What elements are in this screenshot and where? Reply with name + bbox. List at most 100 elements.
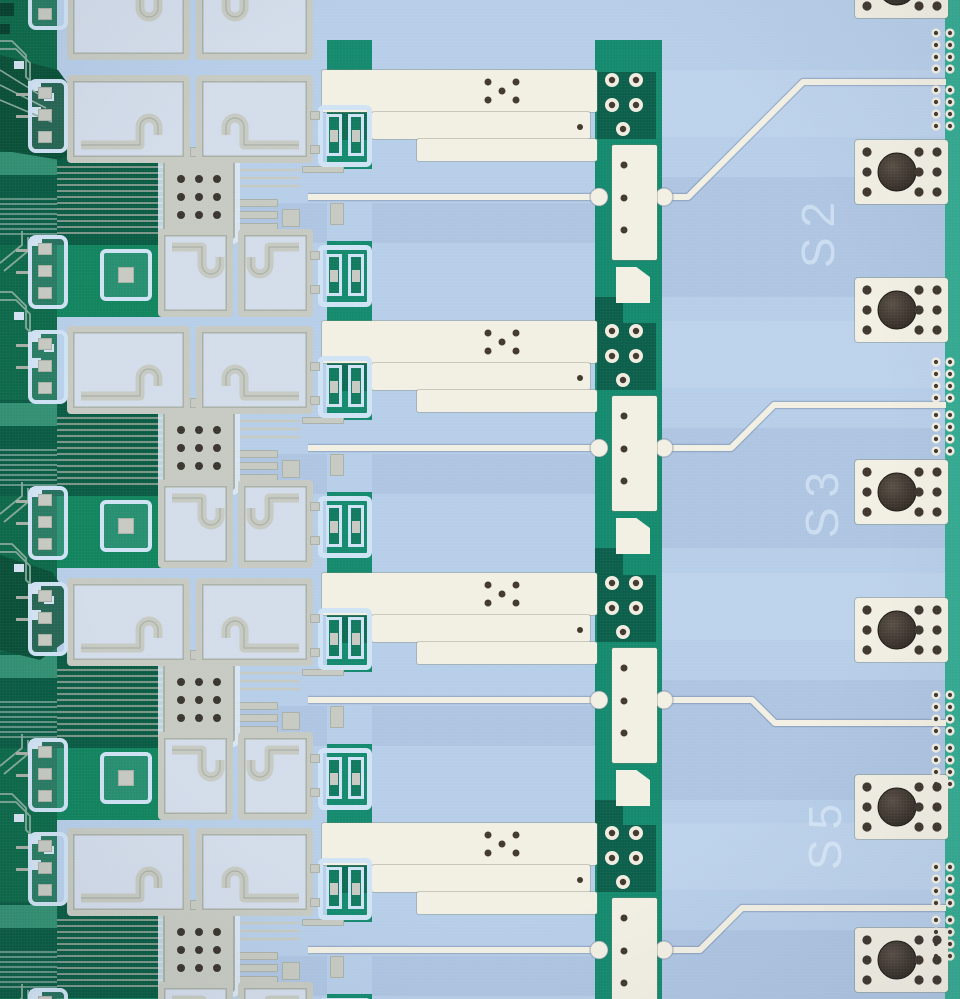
window-tab [352, 130, 360, 142]
hook-stub-graphic [246, 242, 299, 279]
bond-tab-stub [16, 846, 28, 849]
edge-via-ring [931, 40, 941, 50]
chip-comb-pad [282, 209, 300, 227]
bond-tab-stub [16, 774, 28, 777]
chip-comb-bar [237, 211, 278, 219]
window-frame-88 [318, 356, 372, 418]
hook-stub-edge [225, 620, 299, 649]
bond-tab [38, 382, 52, 394]
chip-comb-bar [237, 952, 278, 960]
chip-comb-bar [302, 417, 344, 424]
strip-pad [612, 396, 657, 511]
window-frame-cell [348, 757, 364, 799]
bond-tab [38, 8, 52, 20]
hook-stub-edge [250, 749, 299, 778]
window-frame-88 [318, 858, 372, 920]
hook-stub-graphic [246, 745, 299, 782]
connector-pad [855, 140, 948, 204]
pentagon-pad [616, 518, 650, 554]
connector-pad [855, 775, 948, 839]
resonator-frame [196, 828, 313, 916]
chip-comb-pad [282, 962, 300, 980]
resonator-frame [196, 326, 313, 414]
hook-stub [246, 745, 299, 782]
chip-comb-bar [237, 474, 278, 482]
window-frame-cell [326, 365, 342, 407]
bond-tab-stub [16, 868, 28, 871]
bond-square-frame [100, 249, 152, 301]
chip-pad [163, 147, 235, 283]
bond-tab [38, 109, 52, 121]
hook-stub-edge [81, 117, 159, 146]
bond-tab [38, 131, 52, 143]
edge-via-hole [933, 900, 939, 906]
window-frame-88 [318, 748, 372, 810]
pentagon-pad [616, 770, 650, 806]
hook-stub [221, 616, 299, 653]
resonator-frame [196, 578, 313, 666]
bond-tab-frame [28, 330, 68, 404]
bond-tab [38, 768, 52, 780]
chip-comb-pad [330, 956, 344, 978]
window-frame-nub [310, 864, 320, 873]
chip-comb-bar [237, 964, 278, 972]
window-frame-nub [310, 648, 320, 657]
window-frame-cell [348, 867, 364, 909]
window-frame-cell [348, 254, 364, 296]
resonator-frame [158, 732, 233, 820]
chip-comb-pad [330, 706, 344, 728]
chip-comb-bar [302, 166, 344, 173]
hook-stub-graphic [81, 866, 163, 903]
window-tab [330, 130, 338, 142]
window-frame-cell [326, 505, 342, 547]
resonator-frame [238, 480, 313, 568]
feed-bar-3 [417, 642, 597, 664]
resonator-frame [158, 229, 233, 317]
bond-tab-frame [28, 235, 68, 309]
bond-tab [38, 862, 52, 874]
mask-strip-b-dark [597, 825, 656, 892]
hook-stub-graphic [81, 364, 163, 401]
connector-pad [855, 278, 948, 342]
strip-pad [612, 145, 657, 260]
bond-tab-stub [16, 249, 28, 252]
bond-tab [38, 746, 52, 758]
edge-via-hole [933, 54, 939, 60]
chip-pad [163, 900, 235, 992]
window-frame-cell [326, 757, 342, 799]
chip-comb-bar [237, 976, 278, 984]
chip-pad [163, 398, 235, 534]
hook-stub-graphic [172, 745, 225, 782]
bond-tab-stub [16, 752, 28, 755]
window-frame-nub [310, 614, 320, 623]
window-frame-nub [310, 754, 320, 763]
feed-bar-3 [417, 892, 597, 914]
connector-pad [855, 598, 948, 662]
pentagon-pad [616, 267, 650, 303]
chip-comb-bar [237, 199, 278, 207]
edge-via-hole [933, 30, 939, 36]
hook-stub-edge [81, 870, 159, 899]
window-frame-cell [348, 617, 364, 659]
bond-tab-stub [16, 115, 28, 118]
window-frame-nub [310, 251, 320, 260]
bond-tab [38, 243, 52, 255]
mask-strip-b-dark [597, 575, 656, 642]
edge-via-ring [931, 52, 941, 62]
bond-tab-stub [16, 596, 28, 599]
hook-stub-edge [250, 246, 299, 275]
window-frame-nub [310, 362, 320, 371]
window-tab [352, 381, 360, 393]
bond-tab-stub [16, 618, 28, 621]
window-frame-cell [326, 617, 342, 659]
hook-stub-graphic [135, 0, 163, 22]
chip-castellation-tab [190, 650, 200, 660]
chip-comb-bar [237, 462, 278, 470]
hook-stub [221, 364, 299, 401]
silkscreen-label-s2: S2 [792, 191, 844, 269]
strip-pad [612, 648, 657, 763]
bond-tab-stub [16, 93, 28, 96]
edge-via-hole [933, 917, 939, 923]
resonator-frame [196, 0, 313, 60]
chip-comb-bar [237, 702, 278, 710]
